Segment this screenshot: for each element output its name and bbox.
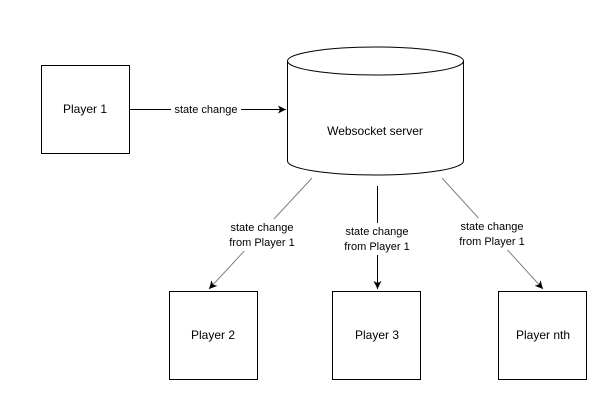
edge-player1-to-server-label: state change (175, 104, 238, 116)
player-1-label: Player 1 (63, 102, 107, 116)
player-2-label: Player 2 (191, 328, 235, 342)
edge-server-to-player3-label-line1: state change (346, 226, 409, 238)
websocket-server-label: Websocket server (327, 124, 423, 138)
player-2-node: Player 2 (169, 291, 258, 380)
edge-server-to-player3: state change from Player 1 (338, 186, 418, 289)
edge-server-to-player3-label-line2: from Player 1 (344, 241, 409, 253)
player-3-node: Player 3 (332, 291, 421, 380)
player-3-label: Player 3 (355, 328, 399, 342)
edge-server-to-playernth: state change from Player 1 (441, 177, 544, 290)
edge-server-to-player2: state change from Player 1 (208, 177, 313, 290)
edge-server-to-playernth-label-line2: from Player 1 (459, 236, 524, 248)
edge-server-to-player2-label-line1: state change (231, 222, 294, 234)
player-nth-label: Player nth (516, 328, 570, 342)
player-nth-node: Player nth (498, 291, 587, 380)
edge-server-to-playernth-label-line1: state change (461, 221, 524, 233)
player-1-node: Player 1 (41, 65, 130, 154)
websocket-server-node: Websocket server (287, 46, 464, 176)
edge-player1-to-server: state change (130, 102, 286, 116)
edge-server-to-player2-label-line2: from Player 1 (229, 237, 294, 249)
